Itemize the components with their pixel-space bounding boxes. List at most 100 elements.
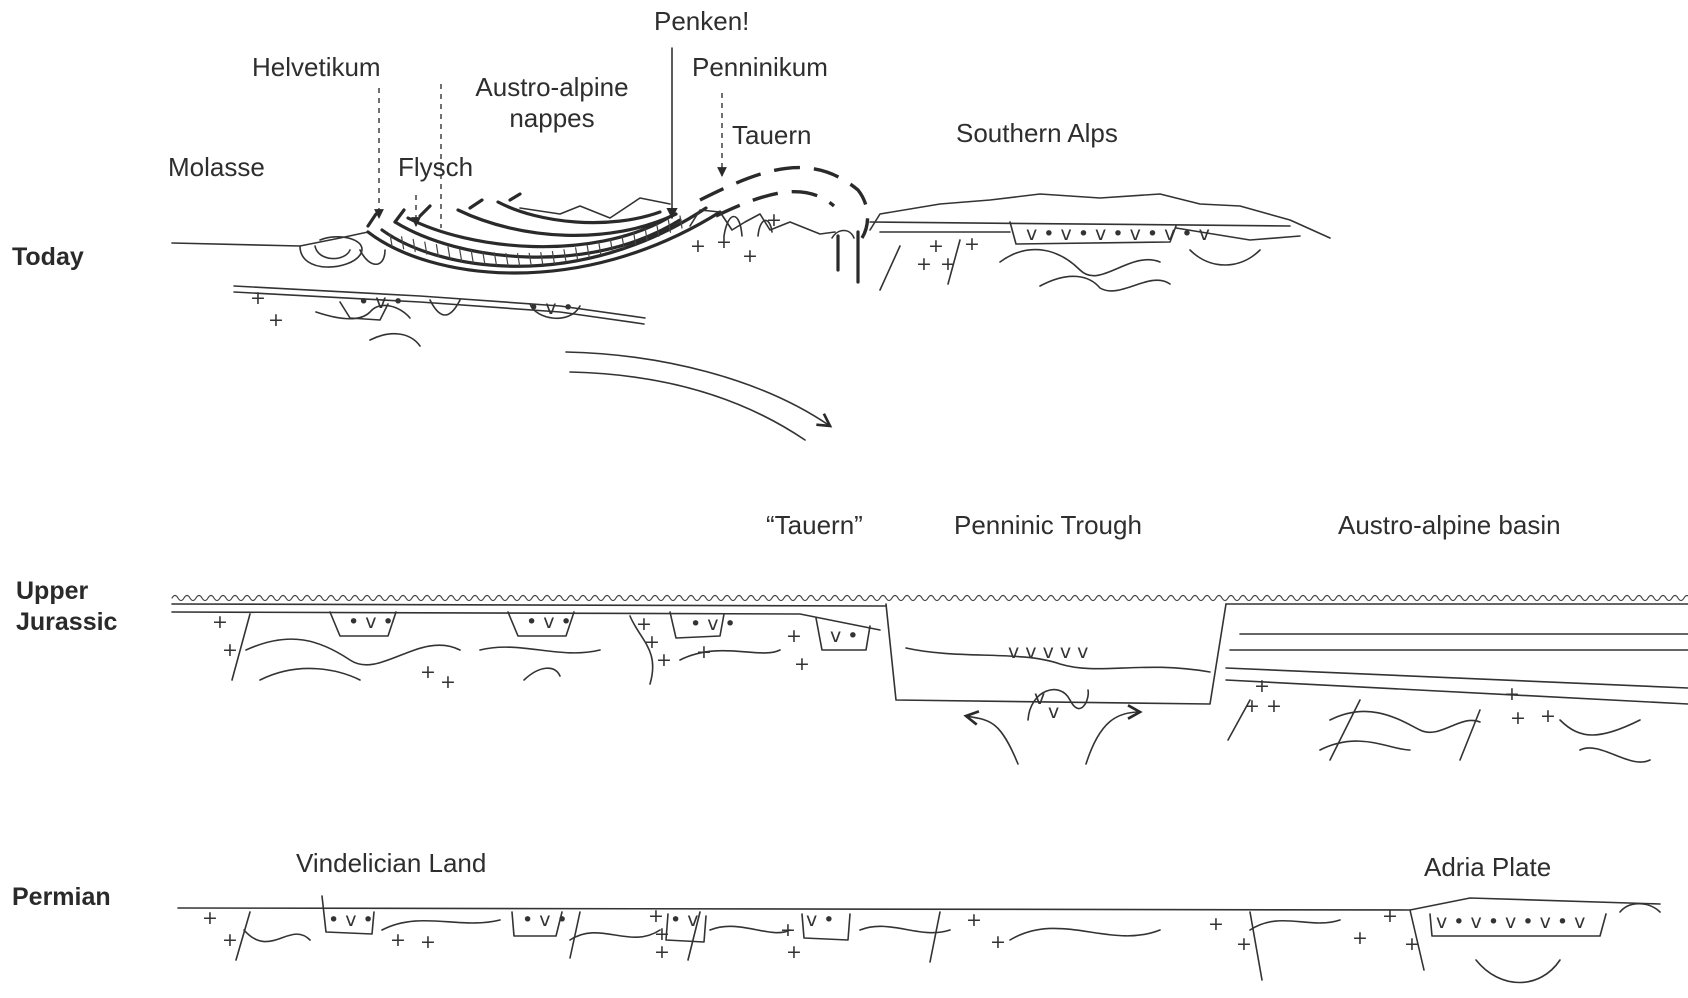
nappe-tip-5 <box>510 194 520 200</box>
label-vindelician-land: Vindelician Land <box>296 848 486 879</box>
label-austro-alpine-basin: Austro-alpine basin <box>1338 510 1561 541</box>
nappe-hatch-tick <box>529 253 531 265</box>
granite-symbol: + <box>1236 933 1252 955</box>
volcanic-symbol: • v • <box>522 909 568 931</box>
molasse-fold <box>300 237 362 267</box>
upper-jurassic-section-drawing <box>172 596 1688 765</box>
southern-alps-fault-1 <box>880 246 900 290</box>
jur-wave-2 <box>260 668 360 680</box>
nappe-tip-2 <box>395 210 404 222</box>
label-penninic-trough: Penninic Trough <box>954 510 1142 541</box>
granite-symbol: + <box>440 671 456 693</box>
label-tauern-quoted: “Tauern” <box>766 510 863 541</box>
granite-symbol: + <box>786 625 802 647</box>
today-basement-wave-2 <box>370 334 420 346</box>
granite-symbol: + <box>794 653 810 675</box>
nappe-tip-4 <box>470 200 482 208</box>
volcanic-symbol: • v • <box>690 613 736 635</box>
molasse-surface-line <box>172 232 368 246</box>
granite-symbol: + <box>696 641 712 663</box>
granite-symbol: + <box>420 661 436 683</box>
nappe-tip-1 <box>368 214 376 226</box>
granite-symbol: + <box>1352 927 1368 949</box>
granite-symbol: + <box>1404 933 1420 955</box>
granite-symbol: + <box>656 649 672 671</box>
granite-symbol: + <box>390 929 406 951</box>
granite-symbol: + <box>268 309 284 331</box>
volcanic-symbol: • v • <box>526 611 572 633</box>
volcanic-symbol: • v <box>670 909 699 931</box>
granite-symbol: + <box>766 209 782 231</box>
aa-wave-3 <box>1560 720 1640 735</box>
label-helvetikum: Helvetikum <box>252 52 381 83</box>
granite-symbol: + <box>966 909 982 931</box>
label-adria-plate: Adria Plate <box>1424 852 1551 883</box>
perm-wave-4 <box>710 926 790 932</box>
label-tauern: Tauern <box>732 120 812 151</box>
jur-wave-5 <box>524 668 560 680</box>
nappe-hatch-tick <box>413 240 415 252</box>
southern-alps-wave-3 <box>1190 250 1260 265</box>
nappe-tip-3 <box>420 206 430 216</box>
aa-fault-3 <box>1460 710 1480 760</box>
granite-symbol: + <box>654 941 670 963</box>
era-label-today: Today <box>12 242 84 273</box>
volcanic-symbol: v <box>1034 687 1045 709</box>
southern-alps-wave-1 <box>1000 250 1160 276</box>
granite-symbol: + <box>222 639 238 661</box>
molasse-fold-inner <box>315 246 350 259</box>
granite-symbol: + <box>1382 905 1398 927</box>
granite-symbol: + <box>1504 683 1520 705</box>
granite-symbol: + <box>716 231 732 253</box>
granite-symbol: + <box>1244 695 1260 717</box>
granite-symbol: + <box>690 235 706 257</box>
granite-symbol: + <box>990 931 1006 953</box>
volcanic-symbol: v • <box>806 909 835 931</box>
granite-symbol: + <box>222 929 238 951</box>
label-austro-alpine-nappes: Austro-alpine nappes <box>462 72 642 134</box>
permian-surface <box>178 898 1660 910</box>
shelf-top <box>172 604 886 606</box>
perm-wave-6 <box>1010 928 1160 940</box>
granite-symbol: + <box>916 253 932 275</box>
granite-symbol: + <box>742 245 758 267</box>
perm-wave-3 <box>570 930 660 940</box>
evolution-flow-arrow-inner <box>570 372 805 440</box>
aa-wave-4 <box>1580 748 1650 762</box>
label-penninikum: Penninikum <box>692 52 828 83</box>
upwelling-arrow-left <box>966 716 1018 764</box>
label-penken: Penken! <box>654 6 749 37</box>
volcanic-symbol: • v • <box>348 611 394 633</box>
perm-wave-7 <box>1250 920 1340 930</box>
molasse-fold-2 <box>360 250 385 264</box>
jur-wave-4 <box>680 650 780 660</box>
nappe-arc-6 <box>498 202 660 223</box>
nappe-hatch-tick <box>460 249 462 261</box>
label-molasse: Molasse <box>168 152 265 183</box>
granite-symbol: + <box>940 253 956 275</box>
granite-symbol: + <box>786 941 802 963</box>
aa-fault-2 <box>1330 700 1360 760</box>
nappe-hatch-tick <box>587 245 589 257</box>
volcanic-symbol: • v • <box>328 909 374 931</box>
aa-basin-layer-4 <box>1226 680 1688 704</box>
volcanic-symbol: v v v v v <box>1008 641 1088 663</box>
aa-wave-2 <box>1320 741 1410 750</box>
granite-symbol: + <box>1208 913 1224 935</box>
era-label-upper-jurassic: Upper Jurassic <box>16 576 117 639</box>
label-flysch: Flysch <box>398 152 473 183</box>
granite-symbol: + <box>250 287 266 309</box>
volcanic-symbol: v • v • v • v • v <box>1436 911 1585 933</box>
perm-fault-1 <box>236 912 250 960</box>
southern-alps-wave-2 <box>1040 276 1170 291</box>
volcanic-symbol: • v • <box>528 297 574 319</box>
label-southern-alps: Southern Alps <box>956 118 1118 149</box>
sea-surface-waves <box>172 596 1688 601</box>
granite-symbol: + <box>780 919 796 941</box>
perm-wave-8 <box>1620 904 1660 912</box>
aa-basin-layer-3 <box>1226 668 1688 688</box>
evolution-flow-arrow-outer <box>566 352 830 426</box>
upwelling-arrow-right <box>1086 712 1140 764</box>
